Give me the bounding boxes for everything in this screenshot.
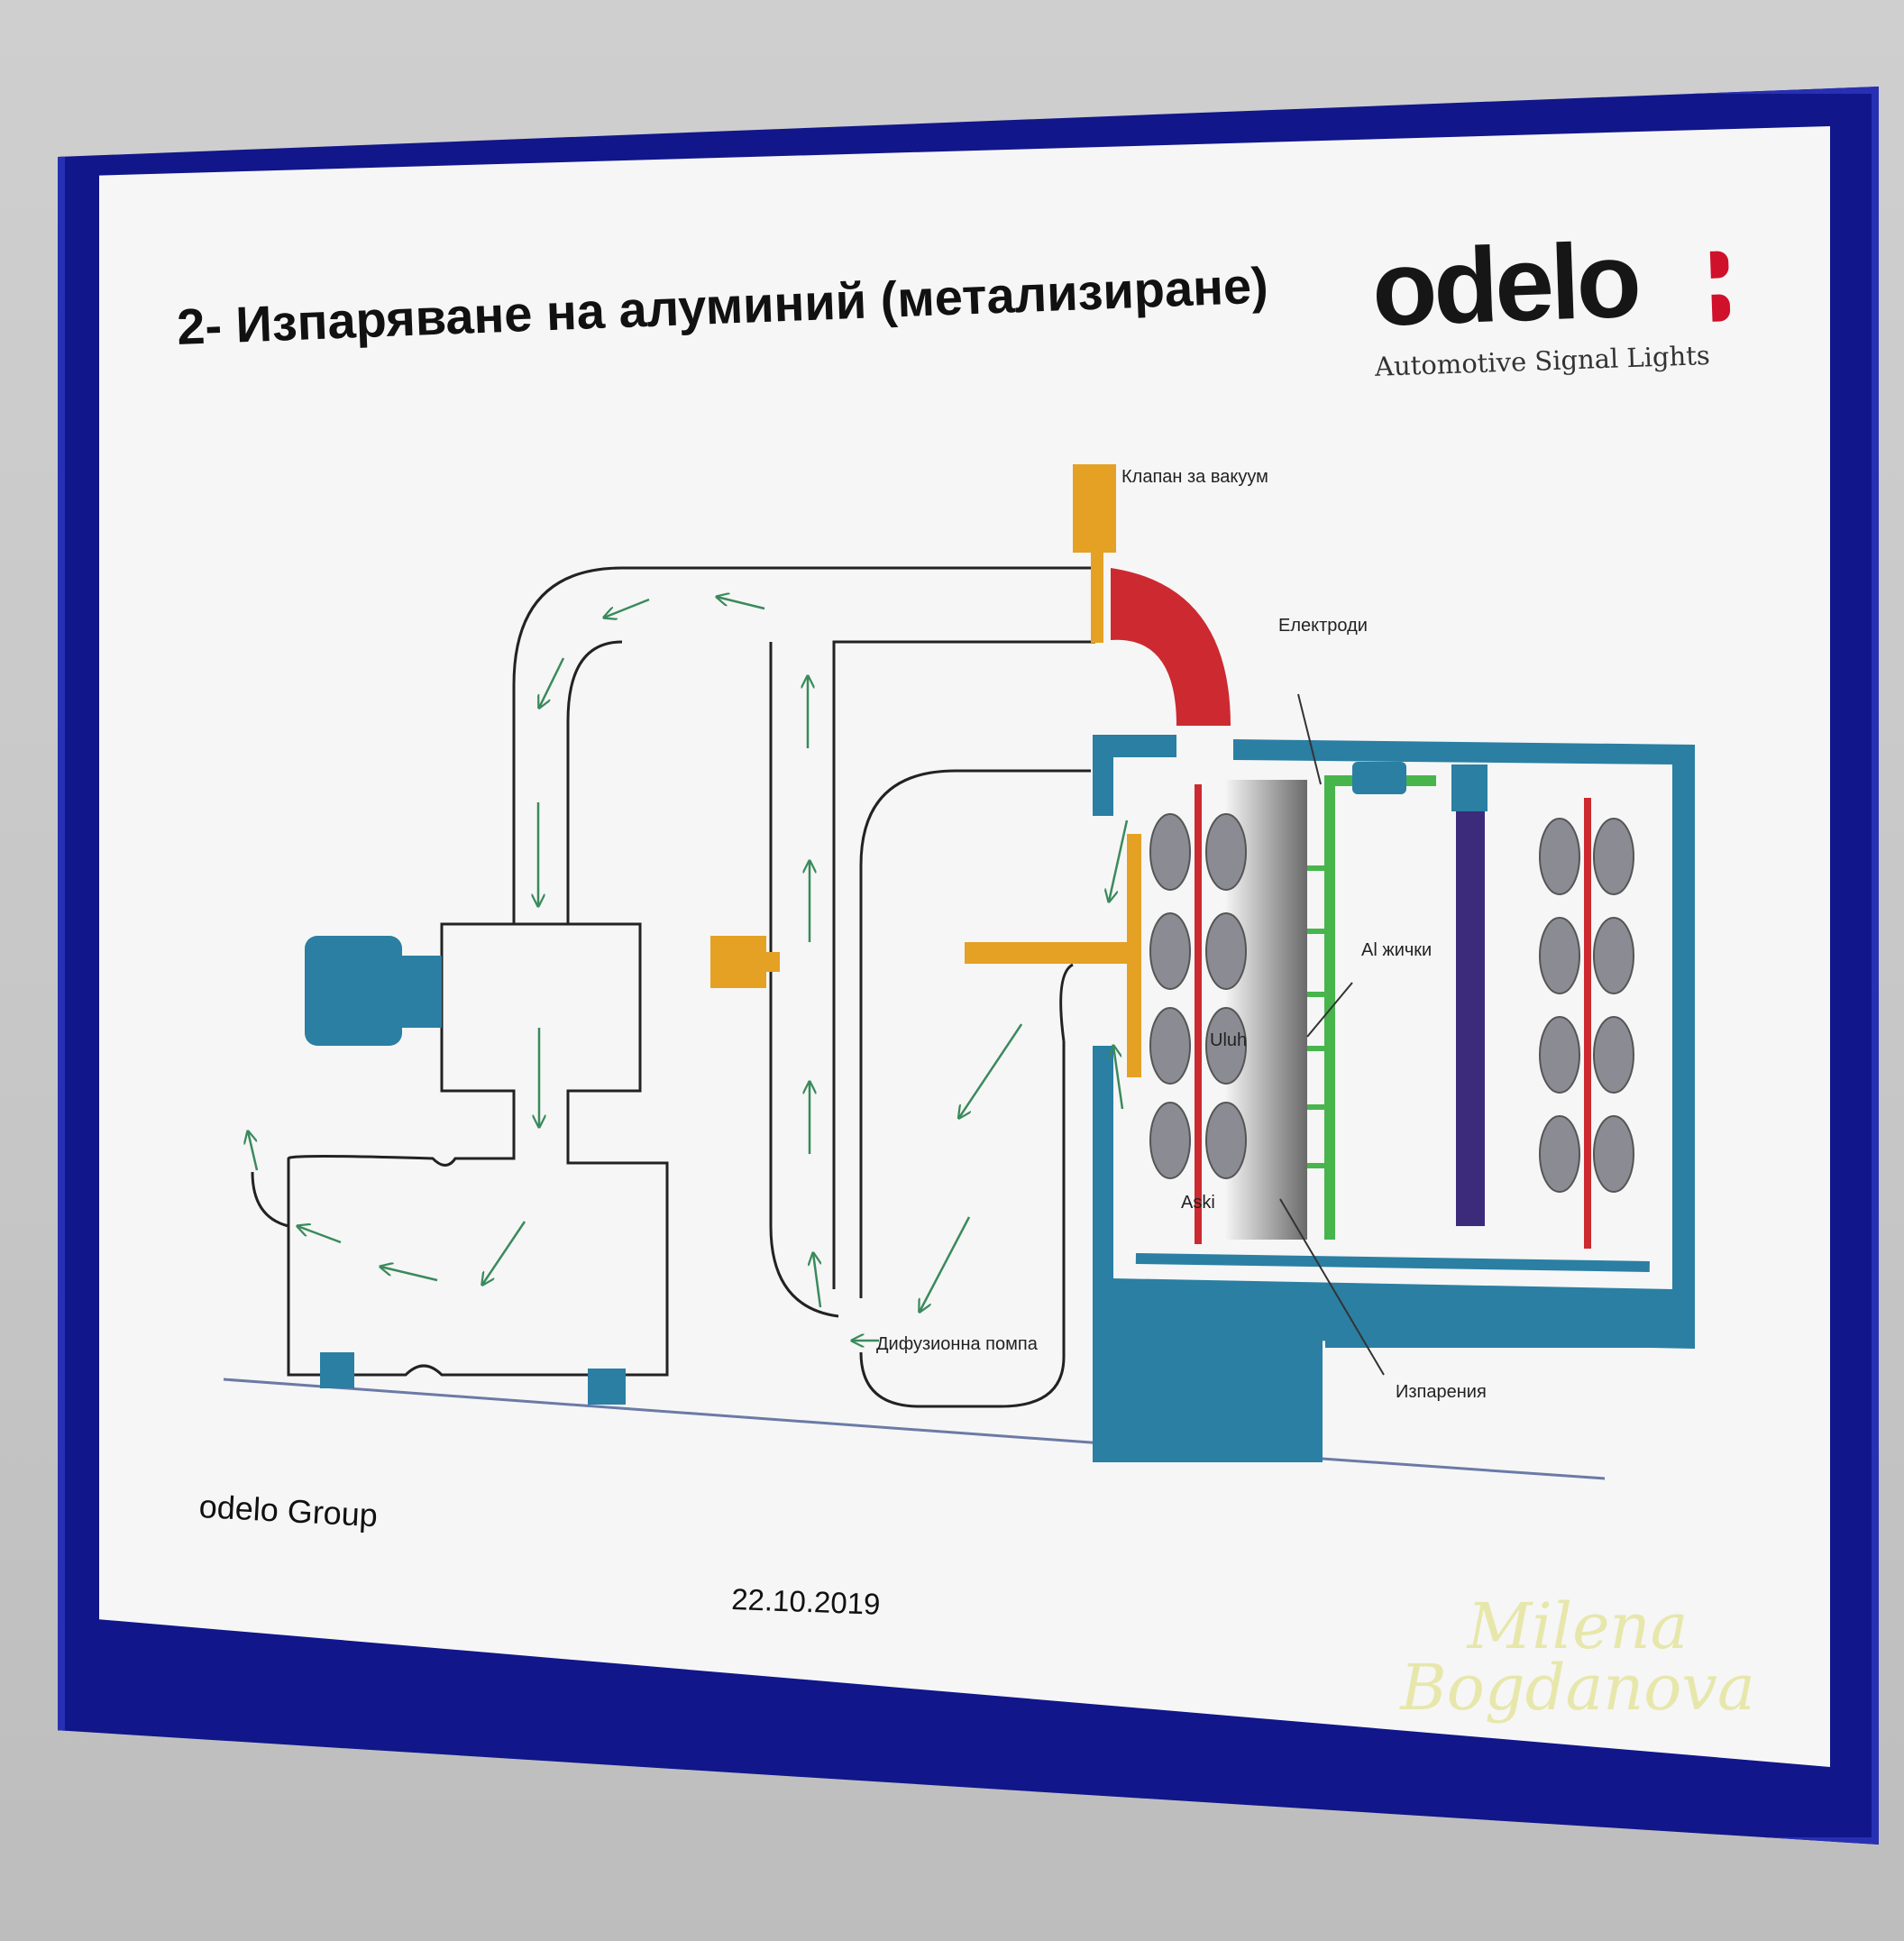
vacuum-valve-stem [1091,553,1103,643]
vacuum-chamber [1093,735,1695,1462]
label-al-wires: Al жички [1361,940,1432,960]
label-vacuum-valve: Клапан за вакуум [1121,467,1268,487]
red-elbow-pipe [1111,568,1231,726]
electrodes [1307,762,1488,1240]
label-vapors: Изпарения [1396,1382,1487,1402]
watermark-line-1: Milena [1467,1589,1689,1663]
label-diffusion-pump: Дифузионна помпа [876,1334,1039,1354]
pump-foot-left [320,1352,354,1388]
leader-lines [1279,693,1385,1376]
rotation-shaft [965,942,1127,964]
rotation-plate [1127,834,1141,1077]
substrate-holder-right [1539,798,1634,1249]
label-small-2: Aski [1181,1193,1215,1213]
vacuum-valve [1073,464,1116,553]
rotary-pump [251,922,669,1377]
pump-foot-right [588,1369,626,1405]
flow-arrows [248,597,1129,1341]
pump-motor [305,936,402,1046]
heater-bar [1456,811,1485,1226]
label-electrodes: Електроди [1278,616,1368,636]
bypass-valve-stem [766,952,780,972]
label-small-1: Uluh [1210,1030,1247,1050]
watermark-line-2: Bogdanova [1400,1651,1755,1725]
substrate-holder-left [1149,784,1247,1244]
motor-coupling [402,956,442,1028]
bypass-valve [710,936,766,988]
footer-date: 22.10.2019 [730,1582,882,1621]
pipe-network [512,566,1095,1408]
photographer-watermark: Milena Bogdanova [1388,1589,1767,1749]
